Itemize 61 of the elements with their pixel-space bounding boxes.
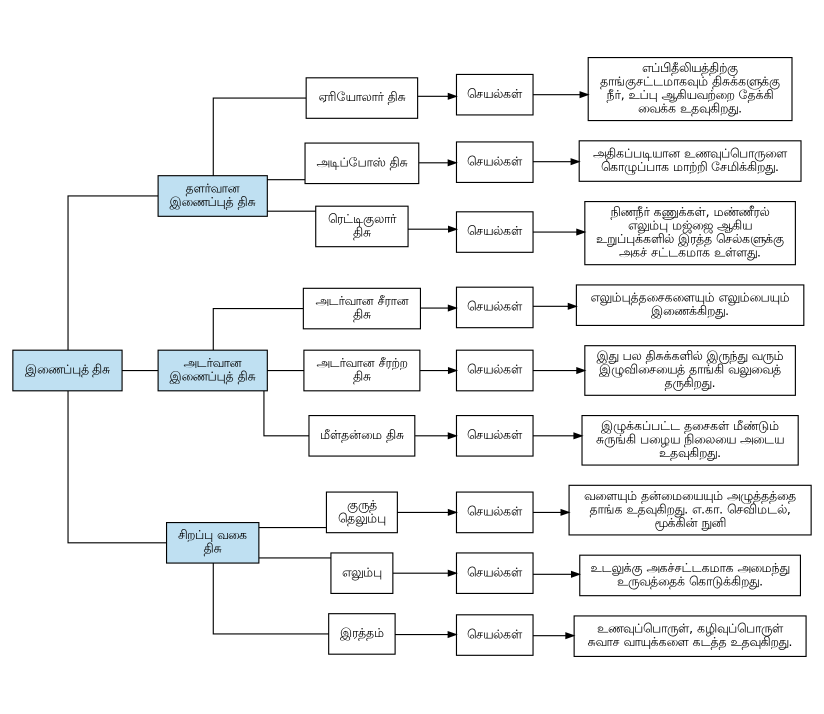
arrow — [395, 630, 458, 638]
node-box: எலும்பு — [330, 552, 394, 594]
node-box: அடிப்போஸ் திசு — [304, 142, 420, 184]
node-box: ஏரியோலார் திசு — [306, 77, 418, 119]
node-box: செயல்கள் — [456, 74, 534, 116]
node-box: செயல்கள் — [456, 350, 534, 392]
arrow — [398, 508, 458, 516]
arrow — [533, 302, 578, 310]
node-box: செயல்கள் — [456, 492, 534, 534]
arrow — [533, 508, 571, 516]
node-box: இரத்தம் — [328, 613, 396, 655]
node-box: செயல்கள் — [456, 552, 534, 594]
arrow — [408, 226, 458, 233]
connector — [259, 527, 326, 528]
connector — [212, 97, 306, 176]
node-box: வளையும் தன்மையையும் அழுத்தத்தை தாங்க உதவுகிறது. எ.கா. செவிமடல், மூக்கின் நுனி — [568, 484, 812, 536]
arrow — [533, 91, 590, 98]
node-box: அதிகப்படியான உணவுப்பொருளை கொழுப்பாக மாற்றி சேமிக்கிறது. — [578, 140, 802, 182]
node-box: அடர்வான சீரற்ற திசு — [303, 350, 420, 392]
node-box: செயல்கள் — [456, 414, 534, 457]
node-box: உடலுக்கு அகச்சட்டகமாக அமைந்து உருவத்தைக் கொடுக்கிறது. — [579, 554, 801, 596]
node-box: குருத் தெலும்பு — [326, 492, 398, 534]
node-box: எப்பிதீலியத்திற்கு தாங்குசட்டமாகவும் திசுக்களுக்கு நீர், உப்பு ஆகியவற்றை தேக்கி வைக்க உதவுகிறது. — [588, 56, 793, 122]
node-box: அடர்வான சீரான திசு — [302, 288, 421, 330]
node-box: செயல்கள் — [456, 211, 534, 253]
connector — [122, 370, 158, 372]
arrow — [533, 632, 576, 640]
arrow — [420, 366, 458, 374]
arrow — [533, 570, 582, 578]
arrow — [418, 92, 458, 100]
connector — [67, 390, 167, 544]
connector — [212, 308, 304, 350]
connector — [67, 195, 158, 350]
node-box: மீள்தன்மை திசு — [308, 414, 416, 457]
node-box: சிறப்பு வகை திசு — [166, 522, 260, 564]
node-box: இது பல திசுக்களில் இருந்து வரும் இழுவிசையைத் தாங்கி வலுவைத் தருகிறது. — [584, 345, 796, 396]
node-box: தளர்வான இணைப்புத் திசு — [158, 175, 268, 217]
node-box: நிணநீர் கணுக்கள், மண்ணீரல் எலும்பு மஜ்ஜை ஆகிய உறுப்புக்களில் இரத்த செல்களுக்கு அகச் சட்டகமாக உள்ளது. — [584, 201, 796, 266]
arrow — [533, 228, 586, 236]
connector — [267, 210, 316, 212]
node-box: உணவுப்பொருள், கழிவுப்பொருள் சுவாச வாயுக்களை கடத்த உதவுகிறது. — [574, 615, 807, 658]
node-box: இழுக்கப்பட்ட தசைகள் மீண்டும் சுருங்கி பழைய நிலையை அடைய உதவுகிறது. — [581, 414, 799, 466]
connector — [263, 390, 309, 436]
connector — [267, 370, 304, 372]
arrow — [415, 432, 458, 440]
node-box: செயல்கள் — [456, 614, 534, 656]
node-box: இணைப்புத் திசு — [12, 350, 123, 392]
connector — [267, 179, 305, 180]
arrow — [533, 158, 581, 166]
node-box: எலும்புத்தசைகளையும் எலும்பையும் இணைக்கிறது. — [576, 284, 804, 326]
node-box: செயல்கள் — [456, 141, 534, 184]
arrow — [533, 432, 584, 440]
node-box: அடர்வான இணைப்புத் திசு — [158, 350, 268, 392]
arrow — [419, 159, 458, 166]
connector — [259, 557, 331, 559]
node-box: ரெட்டிகுலார் திசு — [315, 206, 409, 248]
arrow — [420, 304, 458, 312]
arrow — [393, 570, 458, 577]
connector — [212, 563, 329, 635]
arrow — [533, 366, 586, 374]
node-box: செயல்கள் — [456, 286, 534, 328]
